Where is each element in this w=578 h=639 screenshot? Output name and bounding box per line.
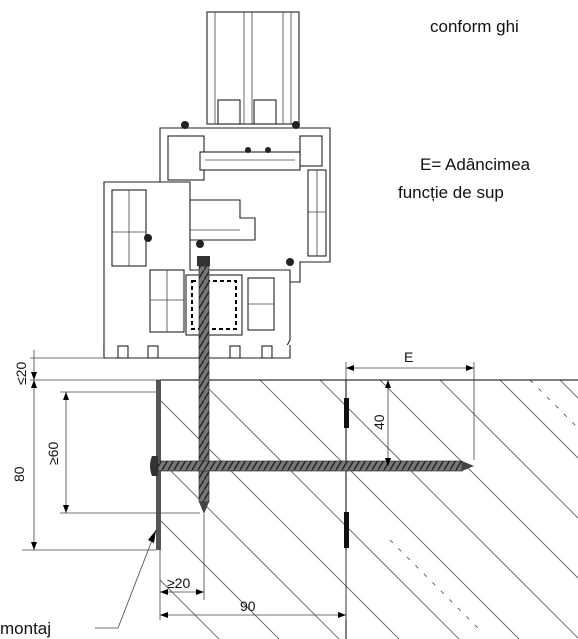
seal-strip-upper — [344, 398, 349, 428]
note-depth-line2: funcție de sup — [398, 183, 504, 202]
seal-strip-lower — [344, 512, 349, 548]
dim-width-90: 90 — [240, 598, 256, 614]
dim-height-min: ≥60 — [45, 442, 61, 465]
dim-gap-top: ≤20 — [13, 362, 29, 385]
note-depth-line1: E= Adâncimea — [420, 155, 531, 174]
window-profile — [103, 11, 331, 359]
note-top: conform ghi — [430, 17, 519, 36]
frame-screw-vertical — [197, 256, 210, 514]
dim-min-edge: ≥20 — [167, 575, 190, 591]
dim-height-total: 80 — [11, 466, 27, 482]
anchor-screw-horizontal — [150, 456, 474, 476]
dim-depth-e: E — [404, 349, 413, 365]
wall-outline — [160, 379, 578, 639]
dimension-arrows — [31, 365, 474, 618]
wall-hatching — [160, 380, 578, 639]
dimension-lines — [22, 350, 475, 629]
dim-offset-40: 40 — [371, 414, 387, 430]
note-bottom-left: montaj — [0, 619, 51, 638]
